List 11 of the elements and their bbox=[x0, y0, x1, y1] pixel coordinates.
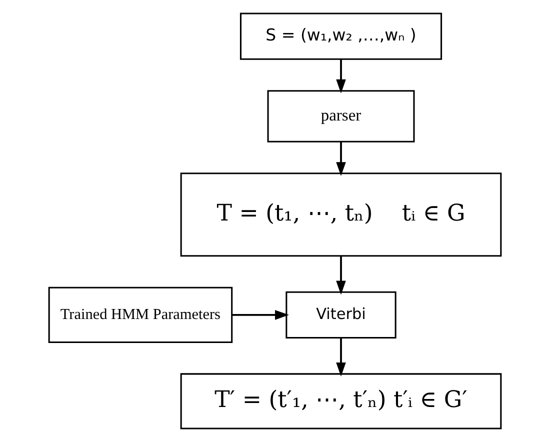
arrow bbox=[336, 256, 346, 295]
node-box: S = (w₁,w₂ ,…,wₙ ) bbox=[239, 12, 442, 60]
node-box: T′ = (t′₁, ⋯, t′ₙ) t′ᵢ ∈ G′ bbox=[180, 373, 502, 430]
node-box: parser bbox=[266, 90, 414, 142]
arrow bbox=[336, 142, 346, 176]
node-box: Trained HMM Parameters bbox=[48, 286, 232, 343]
arrow bbox=[232, 310, 289, 320]
arrow bbox=[336, 338, 346, 376]
node-box: Viterbi bbox=[285, 291, 396, 339]
arrow bbox=[336, 60, 346, 94]
node-box: T = (t₁, ⋯, tₙ) tᵢ ∈ G bbox=[180, 172, 502, 257]
